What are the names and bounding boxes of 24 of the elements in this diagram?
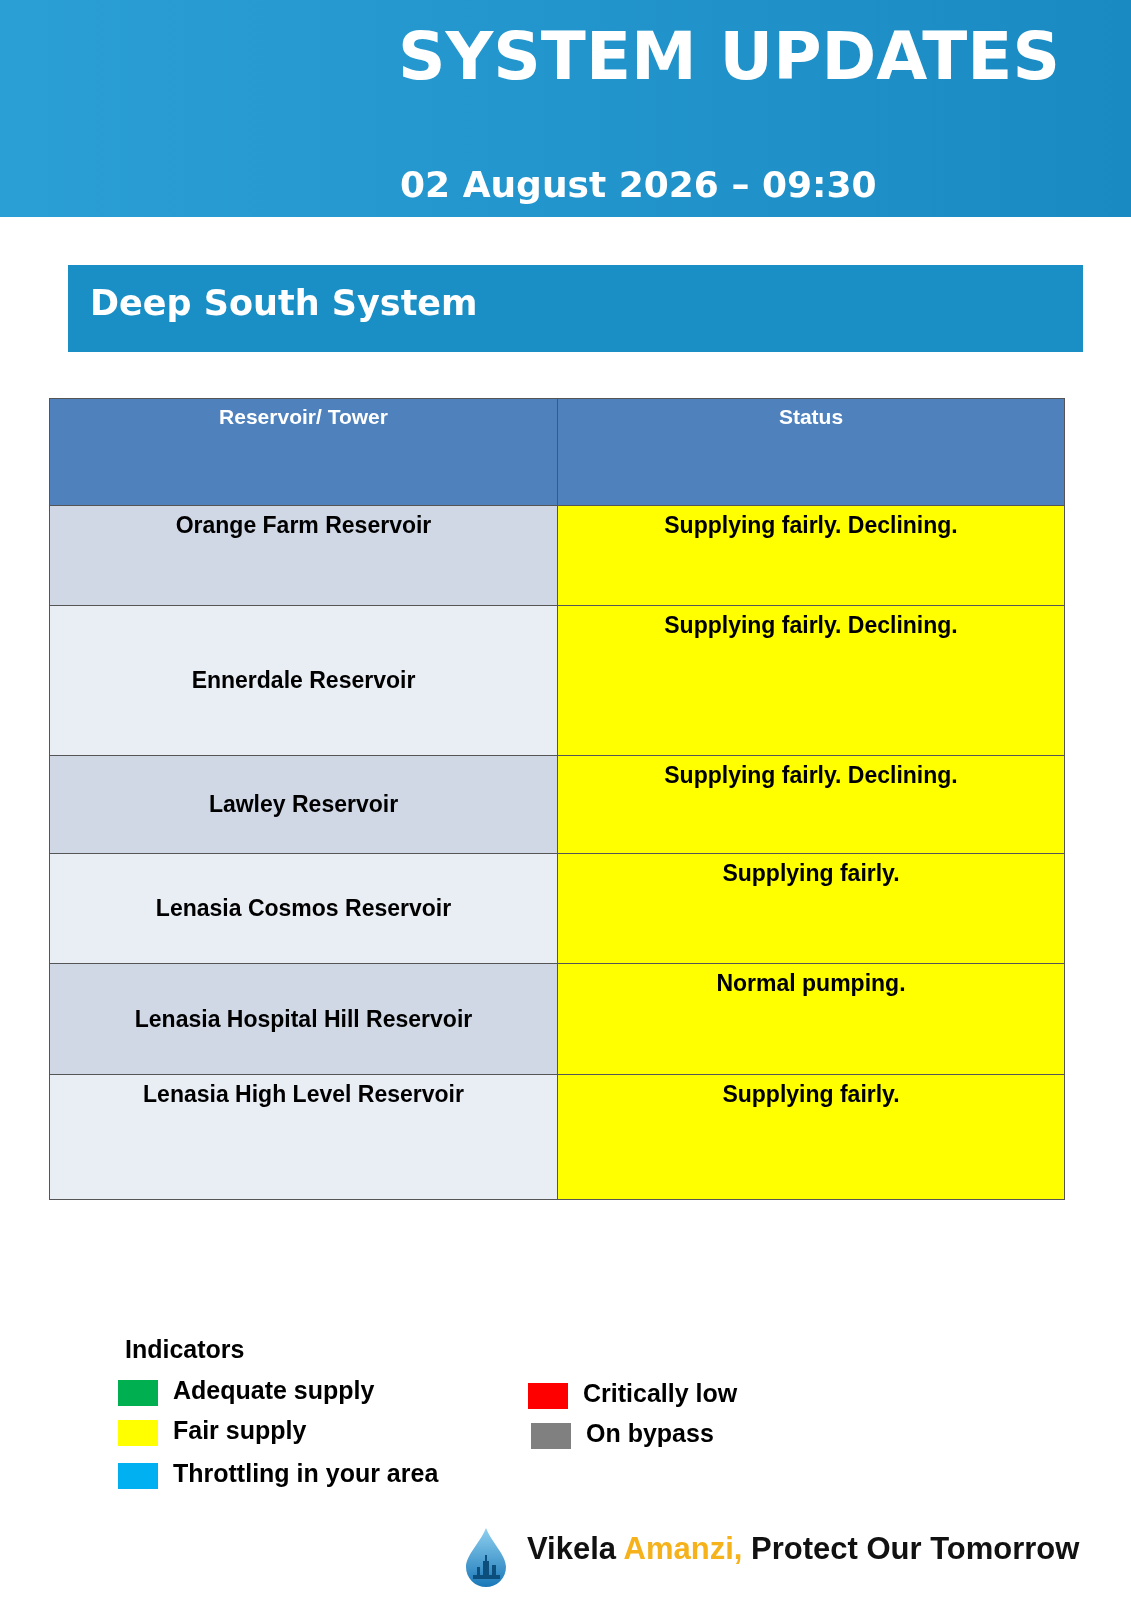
page-title: SYSTEM UPDATES — [398, 18, 1060, 95]
status-text: Supplying fairly. — [557, 1074, 1065, 1200]
reservoir-name: Ennerdale Reservoir — [49, 605, 558, 756]
date-time: 02 August 2026 – 09:30 — [400, 164, 877, 205]
reservoir-name: Lenasia High Level Reservoir — [49, 1074, 558, 1200]
legend-title: Indicators — [125, 1335, 245, 1364]
reservoir-name: Lawley Reservoir — [49, 755, 558, 854]
status-text: Supplying fairly. Declining. — [557, 605, 1065, 756]
status-text: Supplying fairly. Declining. — [557, 505, 1065, 606]
legend-label: Fair supply — [173, 1416, 307, 1445]
reservoir-name: Lenasia Hospital Hill Reservoir — [49, 963, 558, 1075]
legend-label: Throttling in your area — [173, 1459, 439, 1488]
legend-label: On bypass — [586, 1419, 714, 1448]
reservoir-name: Orange Farm Reservoir — [49, 505, 558, 606]
status-text: Normal pumping. — [557, 963, 1065, 1075]
column-header: Status — [557, 398, 1065, 506]
legend-label: Adequate supply — [173, 1376, 375, 1405]
status-text: Supplying fairly. — [557, 853, 1065, 964]
reservoir-name: Lenasia Cosmos Reservoir — [49, 853, 558, 964]
status-text: Supplying fairly. Declining. — [557, 755, 1065, 854]
slogan-text: Vikela Amanzi, Protect Our Tomorrow — [527, 1531, 1080, 1567]
legend-label: Critically low — [583, 1379, 738, 1408]
column-header: Reservoir/ Tower — [49, 398, 558, 506]
section-banner: Deep South System — [68, 265, 1083, 352]
